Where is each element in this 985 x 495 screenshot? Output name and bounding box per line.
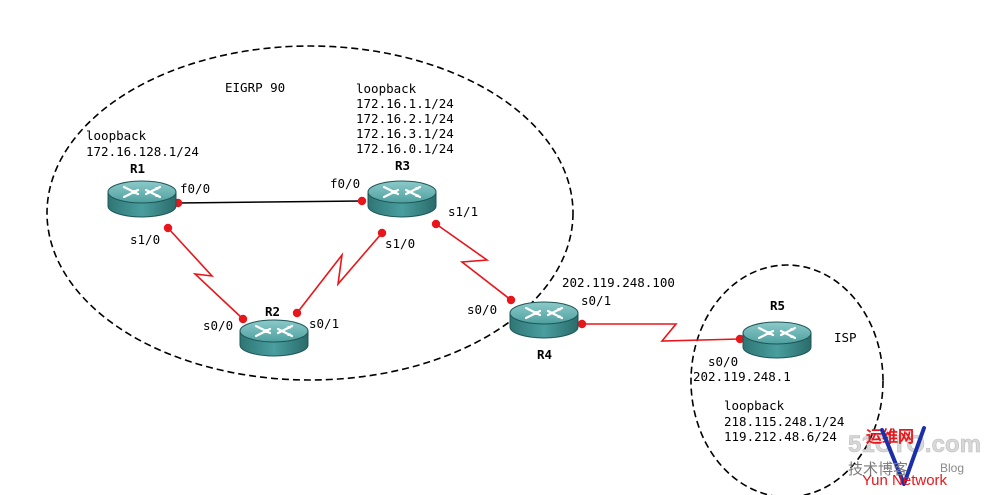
r5-loopback-address: 119.212.48.6/24 bbox=[724, 429, 837, 444]
r3-loopback-address: 172.16.1.1/24 bbox=[356, 96, 454, 111]
port-dot-r1-s1-0 bbox=[163, 223, 173, 233]
isp-domain-boundary bbox=[690, 264, 884, 495]
r4-s0-1-label: s0/1 bbox=[581, 293, 611, 308]
r1-loopback-block: loopback 172.16.128.1/24 bbox=[86, 128, 199, 159]
r5-loopback-block: loopback 218.115.248.1/24 119.212.48.6/2… bbox=[724, 398, 852, 444]
r4-ip-label: 202.119.248.100 bbox=[562, 275, 675, 290]
router-r2-label: R2 bbox=[265, 304, 280, 319]
r5-loopback-title: loopback bbox=[724, 398, 785, 413]
r3-loopback-address: 172.16.2.1/24 bbox=[356, 111, 454, 126]
isp-domain-label: ISP bbox=[834, 330, 857, 345]
r2-s0-1-label: s0/1 bbox=[309, 316, 339, 331]
watermark-logo: 51CTO.com 运维网 技术博客 Blog Yun Network bbox=[848, 426, 981, 489]
r1-loopback-address: 172.16.128.1/24 bbox=[86, 144, 199, 159]
watermark-site: 51CTO.com bbox=[848, 431, 981, 458]
r5-loopback-address: 218.115.248.1/24 bbox=[724, 414, 844, 429]
watermark-network: Yun Network bbox=[862, 472, 948, 489]
router-r2-icon[interactable] bbox=[238, 318, 310, 358]
router-r1-label: R1 bbox=[130, 161, 145, 176]
router-r5-label: R5 bbox=[770, 298, 785, 313]
watermark-v-icon bbox=[880, 426, 926, 486]
r3-loopback-address: 172.16.0.1/24 bbox=[356, 141, 454, 156]
router-r3-label: R3 bbox=[395, 158, 410, 173]
router-r3-icon[interactable] bbox=[366, 179, 438, 219]
eigrp-domain-boundary bbox=[46, 45, 574, 381]
r1-s1-0-label: s1/0 bbox=[130, 232, 160, 247]
port-dot-r3-f0-0 bbox=[357, 196, 367, 206]
link-r1-r2-serial bbox=[167, 227, 244, 320]
r3-loopback-title: loopback bbox=[356, 81, 417, 96]
r5-s0-0-label: s0/0 bbox=[708, 354, 738, 369]
r3-s1-1-label: s1/1 bbox=[448, 204, 478, 219]
port-dot-r2-s0-1 bbox=[292, 308, 302, 318]
router-r4-icon[interactable] bbox=[508, 300, 580, 340]
eigrp-domain-label: EIGRP 90 bbox=[225, 80, 285, 95]
r1-f0-0-label: f0/0 bbox=[180, 181, 210, 196]
port-dot-r3-s1-0 bbox=[377, 228, 387, 238]
link-r2-r3-serial bbox=[296, 232, 383, 314]
r2-s0-0-label: s0/0 bbox=[203, 318, 233, 333]
router-r1-icon[interactable] bbox=[106, 179, 178, 219]
r3-f0-0-label: f0/0 bbox=[330, 176, 360, 191]
watermark-blog: Blog bbox=[940, 461, 964, 475]
watermark-cn-bottom: 技术博客 bbox=[848, 460, 908, 478]
port-dot-r3-s1-1 bbox=[431, 219, 441, 229]
r4-s0-0-label: s0/0 bbox=[467, 302, 497, 317]
port-dot-r4-s0-0 bbox=[506, 295, 516, 305]
port-dots bbox=[163, 196, 745, 344]
router-r4-label: R4 bbox=[537, 347, 552, 362]
link-r3-r4-serial bbox=[435, 223, 512, 301]
r3-s1-0-label: s1/0 bbox=[385, 236, 415, 251]
r5-ip-label: 202.119.248.1 bbox=[693, 369, 791, 384]
r1-loopback-title: loopback bbox=[86, 128, 147, 143]
port-dot-r5-s0-0 bbox=[735, 334, 745, 344]
port-dot-r2-s0-0 bbox=[238, 314, 248, 324]
link-r4-r5-serial bbox=[582, 323, 741, 342]
link-r1-r3-ethernet bbox=[177, 200, 363, 204]
r3-loopback-address: 172.16.3.1/24 bbox=[356, 126, 454, 141]
watermark-cn-top: 运维网 bbox=[866, 427, 914, 446]
r3-loopback-block: loopback 172.16.1.1/24 172.16.2.1/24 172… bbox=[356, 81, 461, 156]
port-dot-r4-s0-1 bbox=[577, 319, 587, 329]
router-r5-icon[interactable] bbox=[741, 320, 813, 360]
